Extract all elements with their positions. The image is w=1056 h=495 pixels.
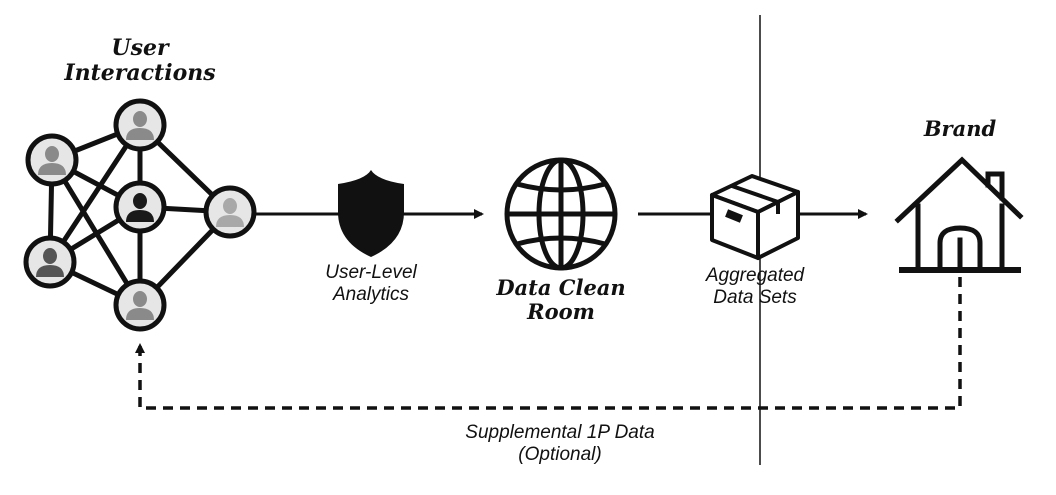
person-icon: [38, 146, 66, 175]
user-node-right: [203, 185, 257, 239]
globe-icon: [504, 157, 618, 271]
house-icon: [894, 156, 1024, 273]
user-node-center: [113, 180, 167, 234]
person-icon: [126, 111, 154, 140]
user-node-left-upper: [25, 133, 79, 187]
person-icon: [126, 291, 154, 320]
shield-icon: [338, 170, 404, 257]
user-nodes: [23, 98, 257, 332]
user-node-top: [113, 98, 167, 152]
person-icon: [216, 198, 244, 227]
user-interactions-title: User Interactions: [64, 35, 216, 87]
aggregated-label: Aggregated Data Sets: [705, 265, 805, 308]
person-icon: [126, 193, 154, 222]
feedback-label: Supplemental 1P Data (Optional): [465, 422, 655, 465]
person-icon: [36, 248, 64, 277]
brand-label: Brand: [923, 116, 997, 141]
package-icon: [710, 174, 800, 260]
analytics-label: User-Level Analytics: [325, 262, 417, 305]
clean-room-label: Data Clean Room: [496, 275, 626, 325]
user-node-left-lower: [23, 235, 77, 289]
user-node-bottom: [113, 278, 167, 332]
